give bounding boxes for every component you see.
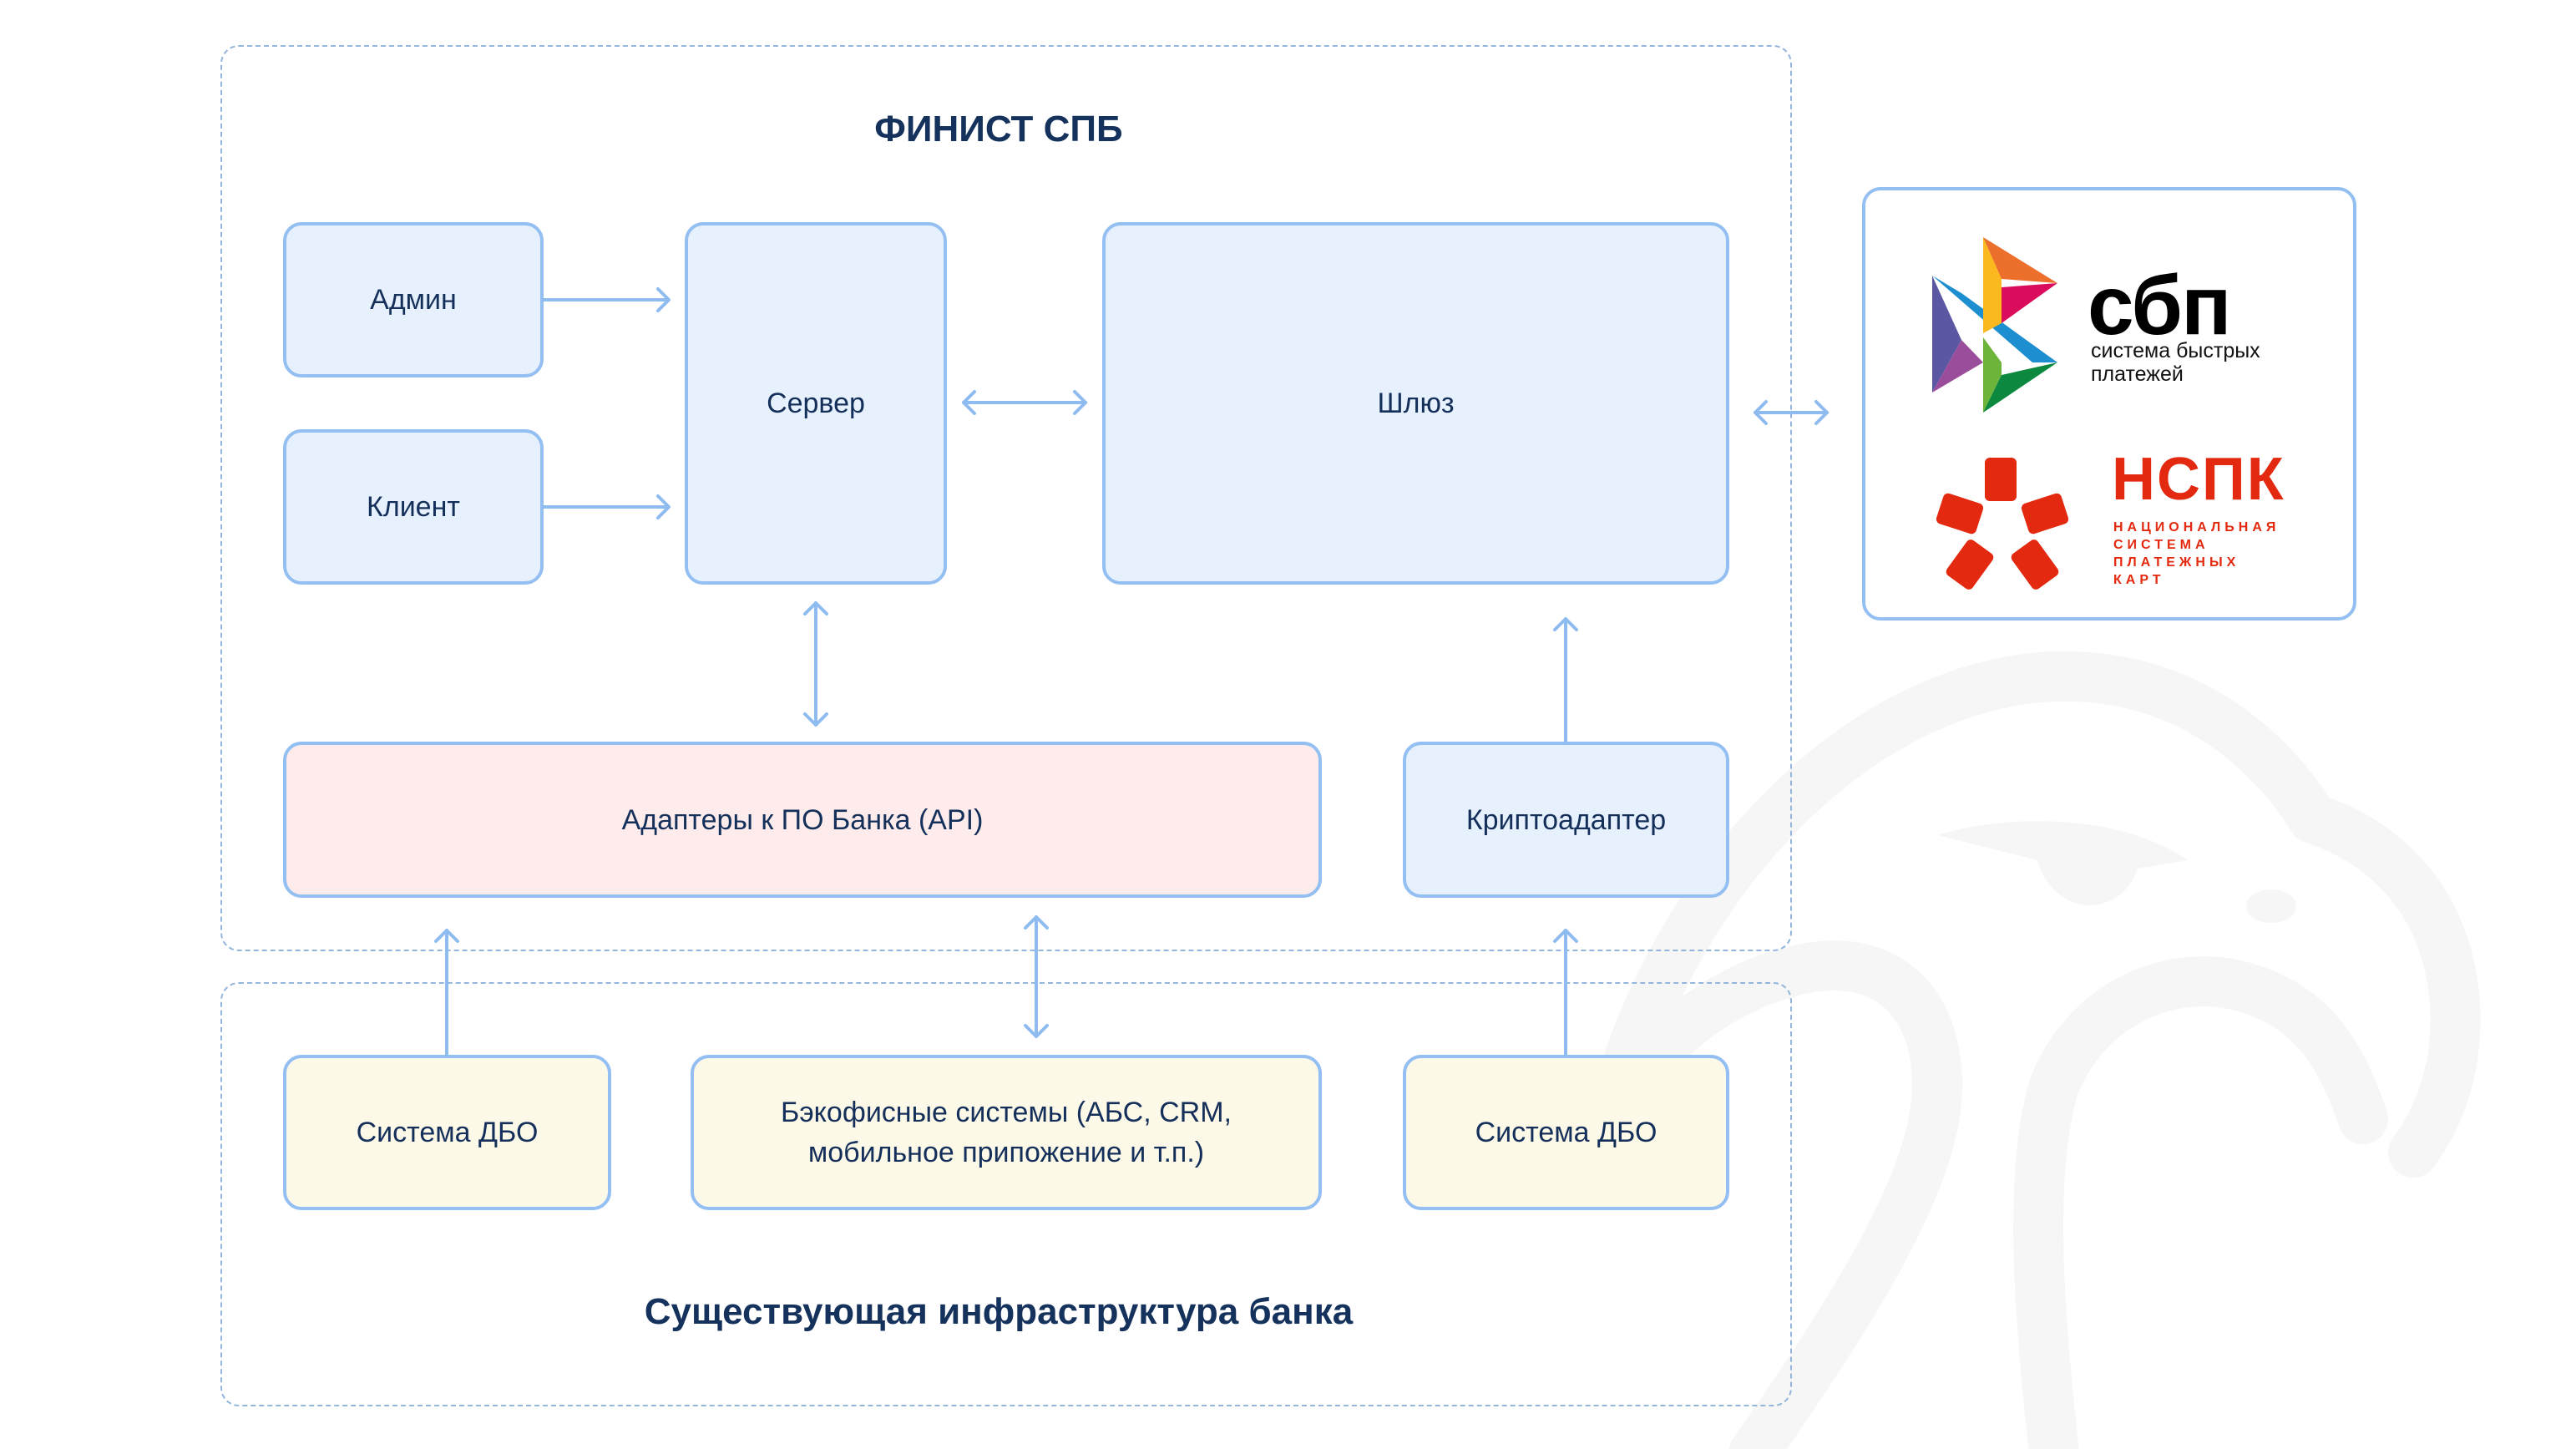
- nspk-subtitle: НАЦИОНАЛЬНАЯ СИСТЕМА ПЛАТЕЖНЫХ КАРТ: [2113, 519, 2280, 589]
- nspk-subtitle-line3: ПЛАТЕЖНЫХ: [2113, 555, 2240, 570]
- adapters-node[interactable]: Адаптеры к ПО Банка (API): [283, 742, 1322, 898]
- admin-label: Админ: [370, 284, 457, 316]
- sbp-subtitle-line2: платежей: [2091, 362, 2184, 386]
- sbp-subtitle: система быстрых платежей: [2091, 339, 2260, 386]
- sbp-logo-icon: [1932, 237, 2057, 413]
- finist-zone: [220, 45, 1792, 951]
- admin-node[interactable]: Админ: [283, 222, 544, 377]
- nspk-wordmark: НСПК: [2112, 446, 2285, 513]
- sbp-wordmark: сбп: [2088, 259, 2231, 352]
- bank-zone: [220, 982, 1792, 1406]
- dbo-left-node[interactable]: Система ДБО: [283, 1055, 611, 1210]
- crypto-adapter-label: Криптоадаптер: [1465, 803, 1667, 836]
- client-label: Клиент: [367, 491, 460, 523]
- nspk-subtitle-line1: НАЦИОНАЛЬНАЯ: [2113, 520, 2280, 535]
- nspk-subtitle-line2: СИСТЕМА: [2113, 538, 2209, 552]
- dbo-right-label: Система ДБО: [1475, 1117, 1657, 1148]
- gateway-label: Шлюз: [1377, 388, 1455, 419]
- gateway-node[interactable]: Шлюз: [1102, 222, 1729, 585]
- sbp-subtitle-line1: система быстрых: [2091, 339, 2260, 362]
- crypto-adapter-node[interactable]: Криптоадаптер: [1403, 742, 1729, 898]
- adapters-label: Адаптеры к ПО Банка (API): [621, 803, 984, 836]
- nspk-logo-icon: [1936, 458, 2069, 590]
- nspk-subtitle-line4: КАРТ: [2113, 573, 2165, 587]
- server-label: Сервер: [767, 388, 865, 419]
- backoffice-label-line1: Бэкофисные системы (АБС, CRM,: [781, 1097, 1232, 1128]
- bank-zone-title: Существующая инфраструктура банка: [644, 1291, 1354, 1332]
- dbo-left-label: Система ДБО: [356, 1117, 539, 1148]
- backoffice-node[interactable]: Бэкофисные системы (АБС, CRM, мобильное …: [691, 1055, 1322, 1210]
- eagle-watermark-icon: [1595, 651, 2481, 1449]
- dbo-right-node[interactable]: Система ДБО: [1403, 1055, 1729, 1210]
- external-systems-box: сбп система быстрых платежей НСПК НАЦИОН…: [1862, 187, 2356, 621]
- client-node[interactable]: Клиент: [283, 429, 544, 585]
- server-node[interactable]: Сервер: [685, 222, 947, 585]
- finist-zone-title: ФИНИСТ СПБ: [874, 109, 1123, 149]
- backoffice-label-line2: мобильное припожение и т.п.): [807, 1137, 1205, 1168]
